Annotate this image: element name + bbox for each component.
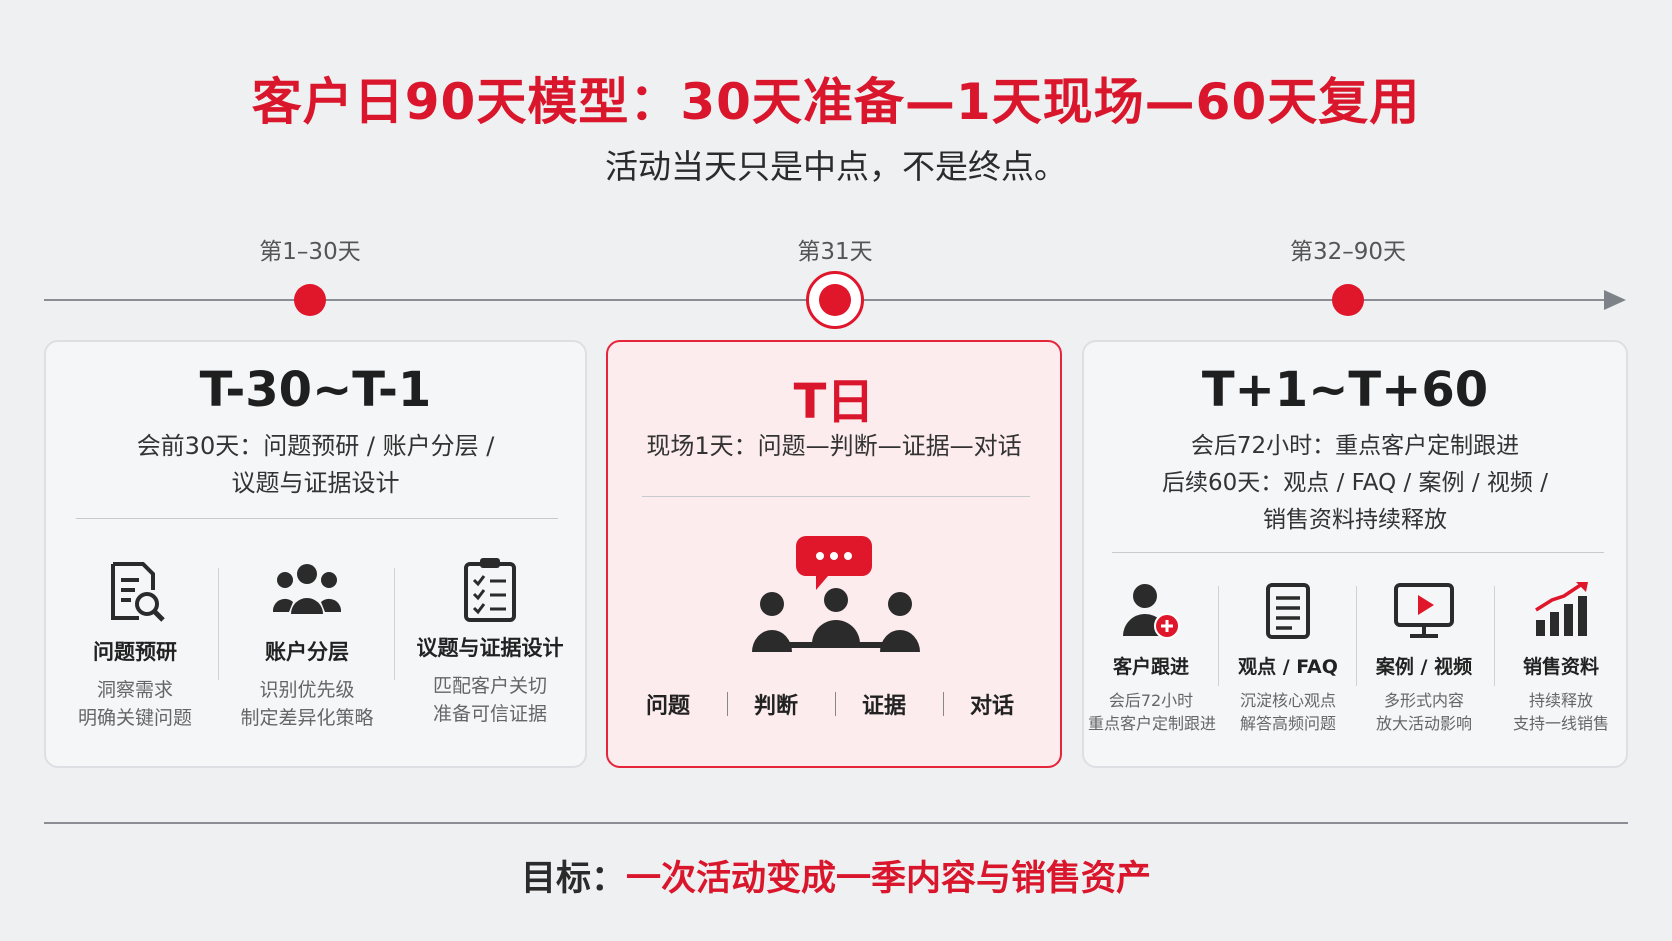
item-note: 沉淀核心观点 解答高频问题	[1222, 689, 1354, 735]
card-day-divider	[642, 496, 1030, 497]
item-title: 案例 / 视频	[1375, 656, 1473, 678]
meeting-discussion-icon	[752, 536, 920, 652]
card-day: T日 现场1天：问题—判断—证据—对话 问题 判断 证据 对话	[606, 340, 1062, 768]
item-note-line: 多形式内容	[1383, 691, 1464, 710]
card-before-divider	[76, 518, 558, 519]
item-separator	[1494, 586, 1495, 686]
goal-text: 一次活动变成一季内容与销售资产	[626, 859, 1152, 899]
item-note-line: 放大活动影响	[1375, 714, 1472, 733]
bottom-divider	[44, 822, 1628, 824]
step-label: 问题	[645, 694, 690, 719]
item-note-line: 解答高频问题	[1239, 714, 1336, 733]
card-after-desc-line: 后续60天：观点 / FAQ / 案例 / 视频 /	[1162, 470, 1548, 496]
card-after: T+1~T+60 会后72小时：重点客户定制跟进 后续60天：观点 / FAQ …	[1082, 340, 1628, 768]
card-day-title: T日	[793, 374, 875, 430]
card-after-title: T+1~T+60	[1201, 362, 1489, 418]
card-after-divider	[1112, 552, 1604, 553]
card-after-desc-line: 会后72小时：重点客户定制跟进	[1190, 433, 1520, 459]
card-after-desc-line: 销售资料持续释放	[1263, 507, 1447, 533]
goal-label: 目标：	[520, 859, 626, 899]
item-title: 观点 / FAQ	[1238, 656, 1338, 678]
page-subtitle: 活动当天只是中点，不是终点。	[605, 147, 1067, 186]
step-label: 判断	[753, 694, 798, 719]
item-title: 问题预研	[93, 640, 177, 664]
timeline-label-reuse: 第32–90天	[1289, 239, 1407, 265]
user-add-icon	[1123, 584, 1180, 639]
item-note: 持续释放 支持一线销售	[1496, 689, 1626, 735]
step-separator	[835, 692, 836, 716]
document-icon	[1266, 583, 1310, 639]
card-before-item: 账户分层 识别优先级 制定差异化策略	[222, 560, 392, 732]
timeline-dot-prep	[294, 284, 326, 316]
item-note: 洞察需求 明确关键问题	[60, 676, 210, 732]
item-title: 客户跟进	[1112, 656, 1189, 678]
timeline-dot-day	[806, 271, 864, 329]
card-before-desc-line: 议题与证据设计	[231, 469, 400, 497]
card-before-desc: 会前30天：问题预研 / 账户分层 / 议题与证据设计	[46, 428, 585, 502]
item-note: 匹配客户关切 准备可信证据	[398, 672, 582, 728]
item-note-line: 识别优先级	[259, 679, 355, 701]
item-note-line: 重点客户定制跟进	[1088, 714, 1217, 733]
step-label: 对话	[969, 694, 1014, 719]
item-note-line: 支持一线销售	[1512, 714, 1609, 733]
item-note: 识别优先级 制定差异化策略	[222, 676, 392, 732]
item-note: 多形式内容 放大活动影响	[1358, 689, 1490, 735]
card-after-item: 客户跟进 会后72小时 重点客户定制跟进	[1088, 582, 1217, 735]
video-icon	[1394, 583, 1454, 638]
item-note-line: 沉淀核心观点	[1239, 691, 1336, 710]
item-note-line: 制定差异化策略	[240, 707, 374, 729]
item-title: 销售资料	[1522, 656, 1599, 678]
card-after-item: 案例 / 视频 多形式内容 放大活动影响	[1358, 582, 1490, 735]
timeline-label-day: 第31天	[797, 239, 873, 265]
timeline-arrow-icon	[1604, 290, 1626, 310]
card-before-title: T-30~T-1	[199, 362, 432, 418]
day-steps: 问题 判断 证据 对话	[628, 688, 1048, 720]
item-separator	[1356, 586, 1357, 686]
item-note-line: 匹配客户关切	[432, 675, 547, 697]
document-search-icon	[111, 562, 165, 622]
item-note: 会后72小时 重点客户定制跟进	[1088, 689, 1217, 735]
group-icon	[272, 564, 342, 614]
card-before-item: 问题预研 洞察需求 明确关键问题	[60, 560, 210, 732]
step-separator	[943, 692, 944, 716]
item-note-line: 准备可信证据	[432, 703, 547, 725]
item-separator	[218, 568, 219, 680]
item-separator	[1218, 586, 1219, 686]
card-after-desc: 会后72小时：重点客户定制跟进 后续60天：观点 / FAQ / 案例 / 视频…	[1084, 428, 1626, 539]
item-title: 议题与证据设计	[416, 636, 564, 660]
timeline-label-prep: 第1–30天	[259, 239, 361, 265]
card-before-item: 议题与证据设计 匹配客户关切 准备可信证据	[398, 556, 582, 728]
timeline-dot-reuse	[1332, 284, 1364, 316]
card-day-desc: 现场1天：问题—判断—证据—对话	[646, 432, 1022, 460]
item-title: 账户分层	[265, 640, 349, 664]
step-label: 证据	[861, 694, 906, 719]
growth-chart-icon	[1535, 582, 1588, 636]
item-note-line: 洞察需求	[96, 679, 173, 701]
checklist-icon	[464, 558, 516, 622]
item-note-line: 明确关键问题	[77, 707, 192, 729]
card-before-desc-line: 会前30天：问题预研 / 账户分层 /	[136, 432, 495, 460]
card-after-item: 观点 / FAQ 沉淀核心观点 解答高频问题	[1222, 582, 1354, 735]
item-note-line: 会后72小时	[1108, 691, 1194, 710]
step-separator	[727, 692, 728, 716]
card-after-item: 销售资料 持续释放 支持一线销售	[1496, 582, 1626, 735]
card-before: T-30~T-1 会前30天：问题预研 / 账户分层 / 议题与证据设计 问题预…	[44, 340, 587, 768]
goal-statement: 目标：一次活动变成一季内容与销售资产	[0, 850, 1672, 901]
item-separator	[394, 568, 395, 680]
item-note-line: 持续释放	[1528, 691, 1593, 710]
page-title: 客户日90天模型：30天准备—1天现场—60天复用	[251, 73, 1421, 131]
